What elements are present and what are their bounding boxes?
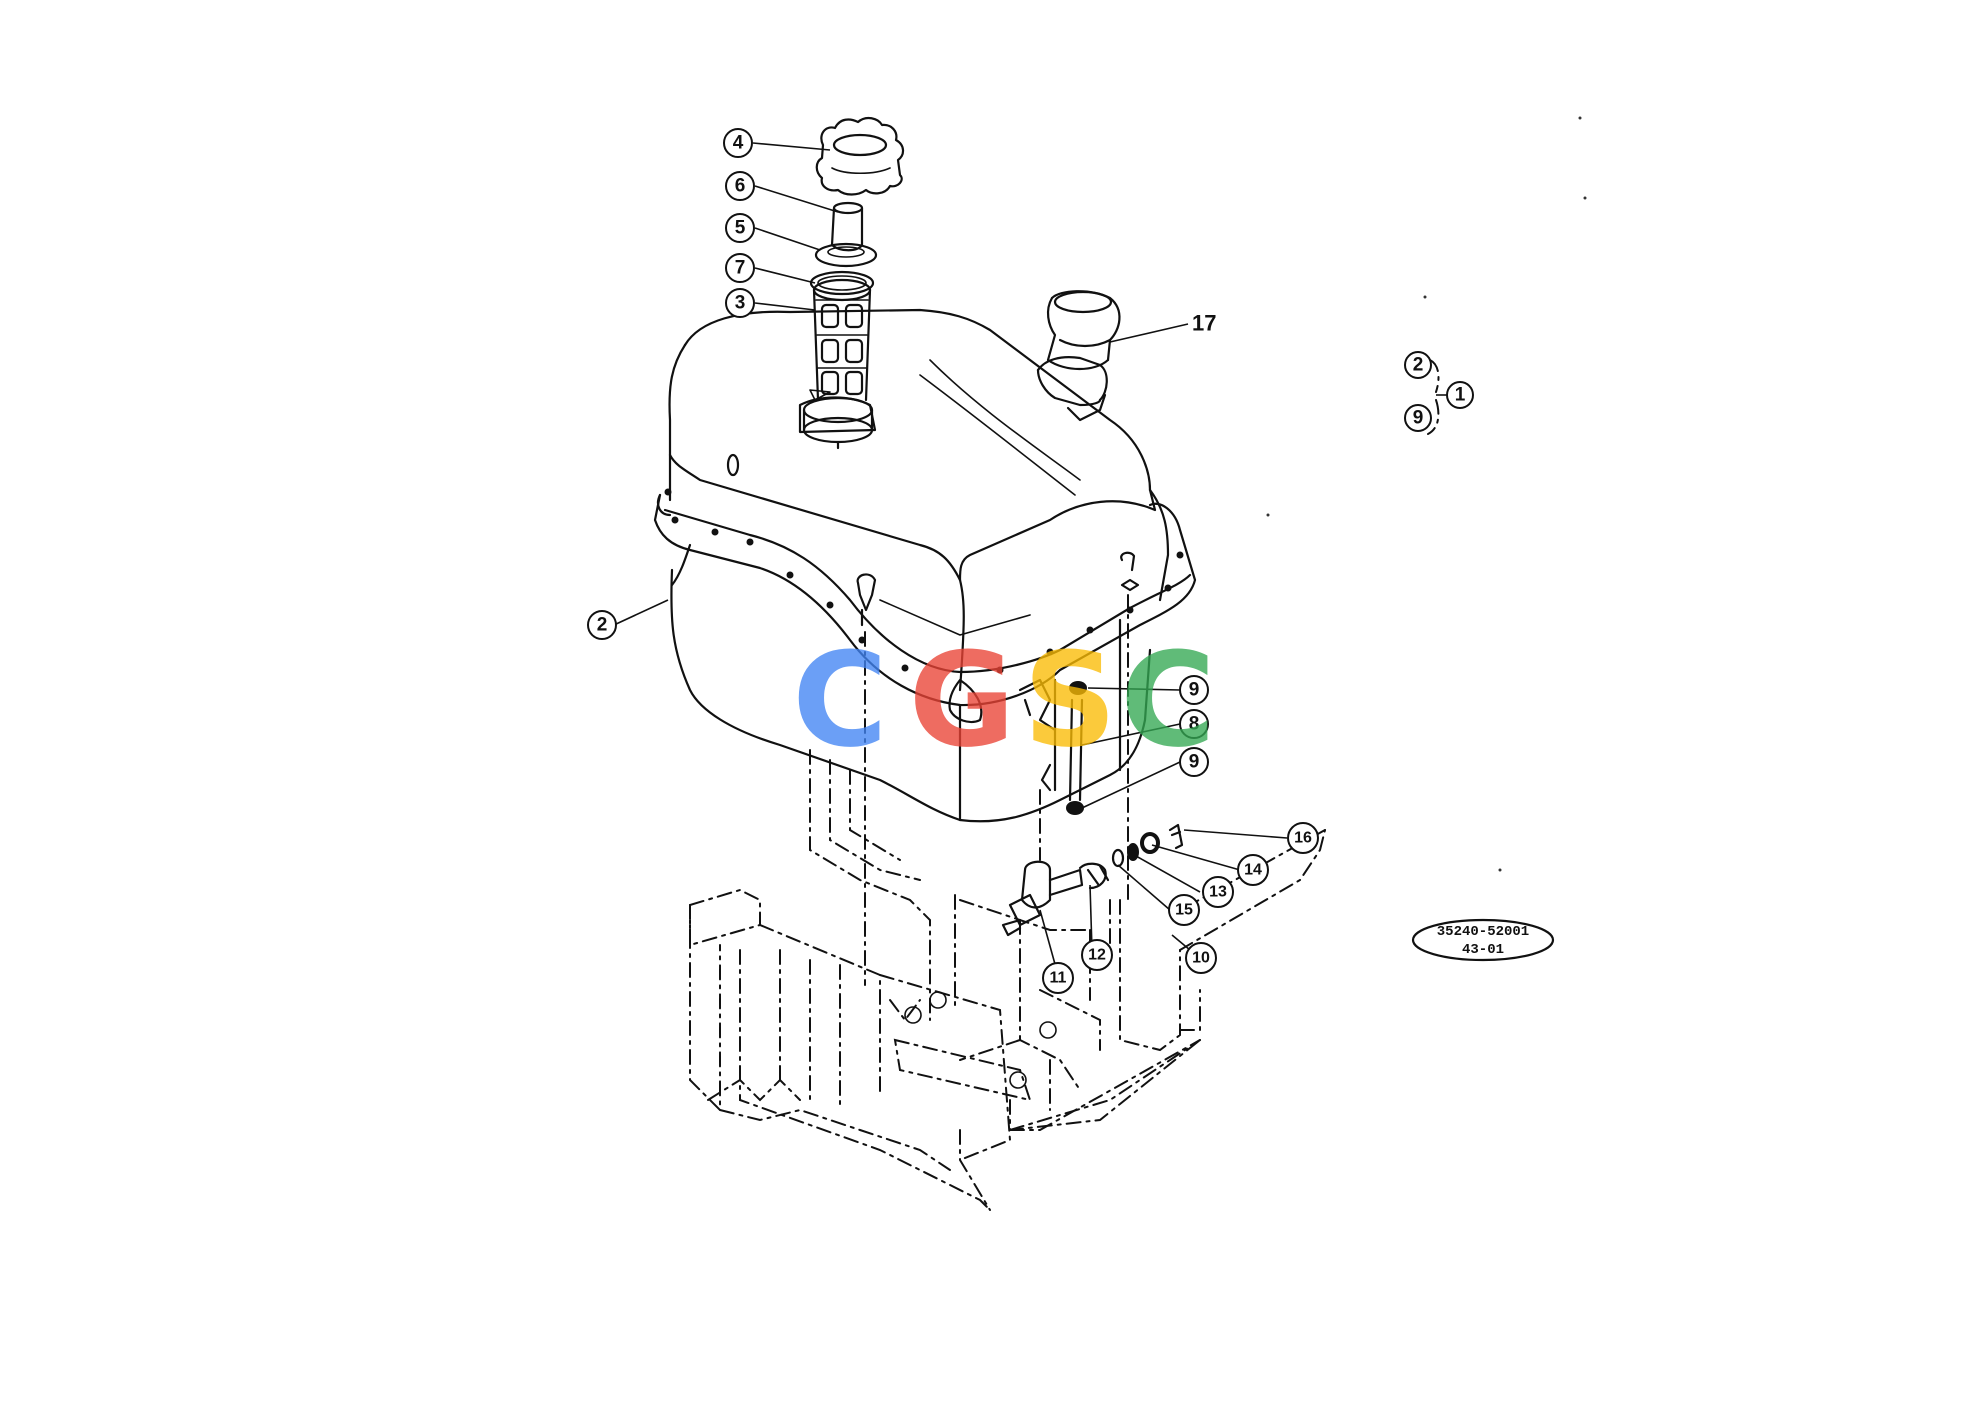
callout-7-text: 7 [735,258,746,279]
callout-4: 4 [723,128,753,158]
callout-10-text: 10 [1192,950,1210,967]
filler-cap-part-4 [815,116,905,196]
callout-8-text: 8 [1189,714,1200,735]
legend-assembly-text: 1 [1455,385,1466,406]
part-number-badge: 35240-52001 43-01 [1411,918,1555,962]
part-number-line2: 43-01 [1462,942,1504,958]
tank-rivets [664,488,1184,674]
callout-2-text: 2 [597,615,608,636]
callout-8: 8 [1179,709,1209,739]
legend-top-text: 2 [1413,355,1424,376]
scan-specks [1266,116,1587,872]
callout-10: 10 [1185,942,1217,974]
callout-14: 14 [1237,854,1269,886]
fuel-tank-body [653,308,1197,823]
frame-phantom-lines [689,749,1326,1211]
part-number-line1: 35240-52001 [1437,924,1529,940]
callout-11: 11 [1042,962,1074,994]
callout-16-text: 16 [1294,830,1312,847]
fuel-cock-assembly [1001,763,1184,937]
bracket-hardware [1018,678,1057,732]
callout-16: 16 [1287,822,1319,854]
hose-part-17 [1036,290,1121,422]
callout-15-text: 15 [1175,902,1193,919]
watermark-letter-c2: C [1120,624,1215,776]
callout-9-lower-text: 9 [1189,752,1200,773]
callout-4-text: 4 [733,133,744,154]
leader-lines [613,142,1288,976]
callout-9-upper: 9 [1179,675,1209,705]
legend-bottom-text: 9 [1413,408,1424,429]
part-17-label: 17 [1192,311,1216,336]
callout-11-text: 11 [1050,970,1067,987]
cgsc-watermark: C G S C [792,624,1215,776]
gasket-part-7 [809,270,875,296]
callout-2: 2 [587,610,617,640]
callout-12-text: 12 [1088,947,1106,964]
callout-3-text: 3 [735,293,746,314]
strainer-part-3 [812,278,872,402]
callout-6-text: 6 [735,176,746,197]
watermark-letter-c1: C [792,624,887,776]
mounting-bolts [856,551,1140,986]
level-pipe-part-8 [1066,681,1087,815]
watermark-letter-g: G [909,624,1016,776]
callout-6: 6 [725,171,755,201]
watermark-letter-s: S [1023,624,1117,776]
filler-neck-assembly [798,396,877,450]
gasket-part-5 [814,242,878,268]
assembly-legend: 2 9 1 [1404,351,1474,435]
breather-part-6 [830,201,864,252]
callout-13-text: 13 [1209,884,1227,901]
callout-9-upper-text: 9 [1189,680,1200,701]
callout-12: 12 [1081,939,1113,971]
callout-7: 7 [725,253,755,283]
callout-5: 5 [725,213,755,243]
callout-13: 13 [1202,876,1234,908]
callout-5-text: 5 [735,218,746,239]
callout-14-text: 14 [1244,862,1262,879]
callout-3: 3 [725,288,755,318]
callout-15: 15 [1168,894,1200,926]
callout-9-lower: 9 [1179,747,1209,777]
